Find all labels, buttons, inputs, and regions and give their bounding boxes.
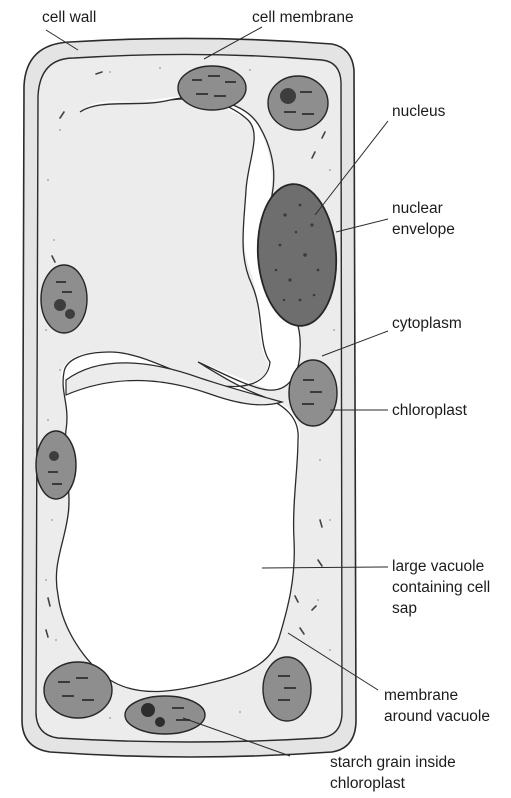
chloroplast-top-right[interactable] xyxy=(268,76,328,130)
label-membrane-around-vacuole: membrane around vacuole xyxy=(384,685,490,727)
label-nucleus: nucleus xyxy=(392,101,445,122)
label-nuclear-envelope-line-2: envelope xyxy=(392,219,455,240)
label-membrane-around-vacuole-line-1: membrane xyxy=(384,685,490,706)
label-starch-grain-line-1: starch grain inside xyxy=(330,752,456,773)
label-starch-grain-line-2: chloroplast xyxy=(330,773,456,794)
label-membrane-around-vacuole-line-2: around vacuole xyxy=(384,706,490,727)
label-nuclear-envelope-line-1: nuclear xyxy=(392,198,455,219)
chloroplast-bottom-right[interactable] xyxy=(263,657,311,721)
label-large-vacuole: large vacuole containing cell sap xyxy=(392,556,490,619)
label-cell-membrane: cell membrane xyxy=(252,7,354,28)
label-cytoplasm: cytoplasm xyxy=(392,313,462,334)
starch-grain xyxy=(141,703,155,717)
label-starch-grain: starch grain inside chloroplast xyxy=(330,752,456,794)
chloroplast-bottom-left[interactable] xyxy=(44,662,112,718)
label-large-vacuole-line-2: containing cell xyxy=(392,577,490,598)
label-large-vacuole-line-1: large vacuole xyxy=(392,556,490,577)
label-chloroplast: chloroplast xyxy=(392,400,467,421)
chloroplast-right[interactable] xyxy=(289,360,337,426)
chloroplast-bottom-center[interactable] xyxy=(125,696,205,734)
chloroplast-left-upper[interactable] xyxy=(41,265,87,333)
label-large-vacuole-line-3: sap xyxy=(392,598,490,619)
chloroplast-top-center[interactable] xyxy=(178,66,246,110)
label-cell-wall: cell wall xyxy=(42,7,96,28)
label-nuclear-envelope: nuclear envelope xyxy=(392,198,455,240)
chloroplast-left-lower[interactable] xyxy=(36,431,76,499)
